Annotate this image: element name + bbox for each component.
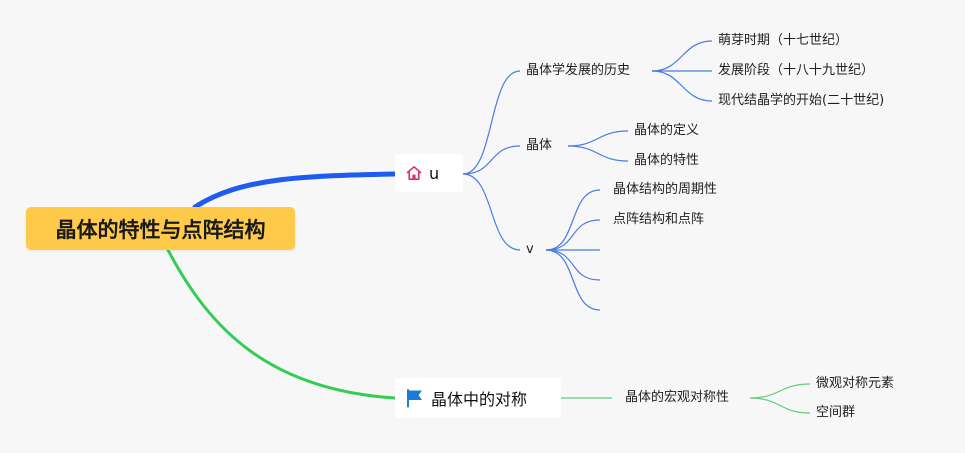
- connector-crystal-2: [567, 145, 629, 162]
- topic-crystal-label: 晶体: [526, 138, 553, 153]
- branch-topic-symmetry[interactable]: 晶体中的对称: [395, 378, 561, 418]
- root-topic[interactable]: 晶体的特性与点阵结构: [26, 207, 295, 250]
- connector-v-1: [545, 189, 601, 251]
- topic-crystal[interactable]: 晶体: [526, 137, 552, 155]
- topic-crystal-definition-label: 晶体的定义: [634, 123, 700, 138]
- topic-crystal-definition[interactable]: 晶体的定义: [634, 122, 699, 140]
- connector-v-2: [545, 219, 601, 251]
- topic-history-modern-label: 现代结晶学的开始(二十世纪): [718, 93, 885, 108]
- topic-crystal-properties-label: 晶体的特性: [634, 153, 700, 168]
- topic-v-periodicity-label: 晶体结构的周期性: [613, 182, 718, 197]
- connector-history-3: [651, 70, 713, 102]
- topic-space-group[interactable]: 空间群: [816, 404, 855, 422]
- flag-icon: [405, 388, 425, 408]
- topic-history-development-label: 发展阶段（十八十九世纪）: [718, 63, 875, 78]
- topic-macro-symmetry[interactable]: 晶体的宏观对称性: [625, 389, 729, 407]
- root-topic-label: 晶体的特性与点阵结构: [55, 217, 266, 242]
- connector-history-1: [651, 40, 713, 72]
- topic-history-development[interactable]: 发展阶段（十八十九世纪）: [718, 62, 874, 80]
- topic-v-lattice[interactable]: 点阵结构和点阵: [613, 211, 704, 229]
- topic-history-sprout-label: 萌芽时期（十七世纪）: [718, 33, 849, 48]
- connector-crystal-1: [567, 130, 629, 147]
- connector-v-4: [545, 249, 601, 281]
- topic-micro-symmetry-elements[interactable]: 微观对称元素: [816, 375, 894, 393]
- topic-v-periodicity[interactable]: 晶体结构的周期性: [613, 181, 717, 199]
- topic-history[interactable]: 晶体学发展的历史: [526, 62, 630, 80]
- topic-v[interactable]: v: [526, 241, 534, 259]
- topic-history-modern[interactable]: 现代结晶学的开始(二十世纪): [718, 92, 884, 110]
- branch-topic-symmetry-label: 晶体中的对称: [431, 390, 528, 409]
- connector-root-to-branch2: [166, 248, 397, 400]
- topic-space-group-label: 空间群: [816, 405, 856, 420]
- connector-b1-history: [462, 70, 521, 175]
- topic-micro-symmetry-elements-label: 微观对称元素: [816, 376, 895, 391]
- topic-v-lattice-label: 点阵结构和点阵: [613, 212, 705, 227]
- home-icon: [405, 164, 423, 182]
- branch-topic-u[interactable]: u: [395, 154, 463, 192]
- connector-macro-2: [749, 397, 811, 414]
- topic-history-sprout[interactable]: 萌芽时期（十七世纪）: [718, 32, 848, 50]
- connector-b1-v: [462, 173, 521, 251]
- connector-macro-1: [749, 383, 811, 399]
- topic-history-label: 晶体学发展的历史: [526, 63, 631, 78]
- connector-root-to-branch1: [192, 171, 398, 210]
- topic-v-label: v: [526, 242, 534, 257]
- topic-macro-symmetry-label: 晶体的宏观对称性: [625, 390, 730, 405]
- branch-topic-u-label: u: [429, 163, 440, 183]
- connector-v-5: [545, 249, 601, 311]
- topic-crystal-properties[interactable]: 晶体的特性: [634, 152, 699, 170]
- connector-b1-crystal: [462, 145, 521, 175]
